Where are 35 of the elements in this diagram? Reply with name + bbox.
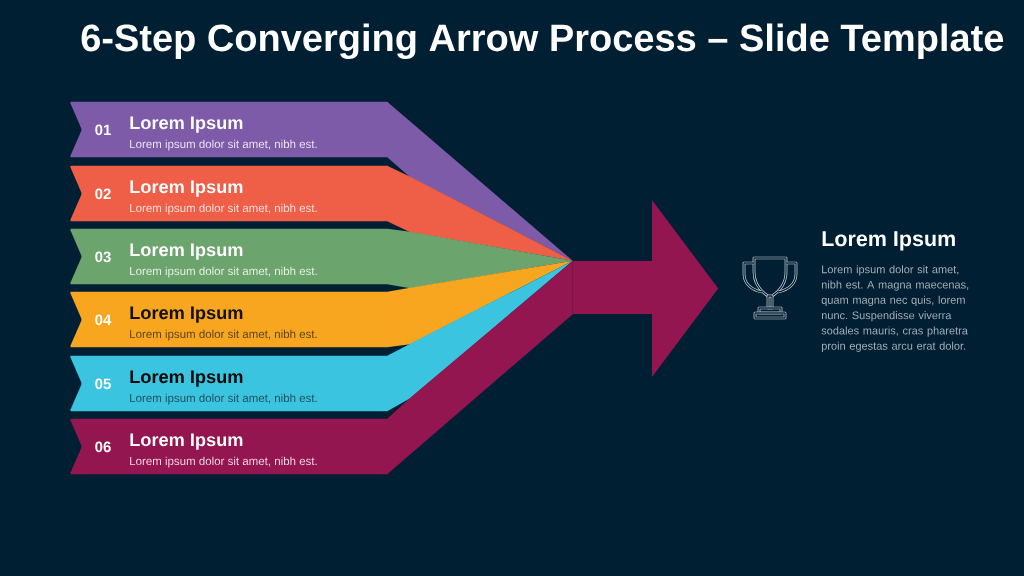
ribbon-tail — [387, 228, 573, 289]
ribbon-tail — [387, 260, 573, 412]
ribbon-banner — [70, 355, 389, 412]
ribbon-banner — [70, 291, 389, 348]
ribbon-banner — [70, 418, 389, 475]
step-description: Lorem ipsum dolor sit amet, nibh est. — [130, 329, 317, 341]
step-title: Lorem Ipsum — [130, 180, 243, 197]
ribbon-tail — [387, 165, 573, 261]
ribbon-banner — [70, 165, 389, 222]
step-title: Lorem Ipsum — [130, 370, 243, 387]
step-title: Lorem Ipsum — [130, 243, 243, 260]
step-number: 04 — [95, 314, 112, 326]
trophy-icon — [742, 256, 798, 320]
step-number: 06 — [95, 441, 111, 453]
step-number: 01 — [95, 124, 111, 136]
step-title: Lorem Ipsum — [130, 116, 243, 133]
ribbon-tail — [387, 101, 573, 261]
ribbon-banner — [70, 101, 389, 158]
step-number: 02 — [95, 188, 111, 200]
step-description: Lorem ipsum dolor sit amet, nibh est. — [130, 203, 317, 215]
step-number: 03 — [95, 251, 111, 263]
step-title: Lorem Ipsum — [130, 433, 243, 450]
ribbon-tail — [387, 260, 573, 475]
block-arrow — [573, 200, 719, 377]
step-description: Lorem ipsum dolor sit amet, nibh est. — [130, 266, 317, 278]
step-number: 05 — [95, 378, 111, 390]
step-title: Lorem Ipsum — [130, 306, 243, 323]
step-description: Lorem ipsum dolor sit amet, nibh est. — [130, 456, 317, 468]
step-description: Lorem ipsum dolor sit amet, nibh est. — [130, 139, 317, 151]
heading: Lorem Ipsum — [822, 231, 955, 251]
ribbon-banner — [70, 228, 389, 285]
step-description: Lorem ipsum dolor sit amet, nibh est. — [130, 393, 317, 405]
title: 6-Step Converging Arrow Process – Slide Template — [81, 23, 1004, 60]
paragraph: Lorem ipsum dolor sit amet, nibh est. A magna maecenas, quam magna nec quis, lorem nunc. Suspendisse viverra sodales mauris, cras pharetra proin egestas arcu erat dolor. — [821, 265, 969, 352]
ribbon-tail — [387, 260, 573, 348]
